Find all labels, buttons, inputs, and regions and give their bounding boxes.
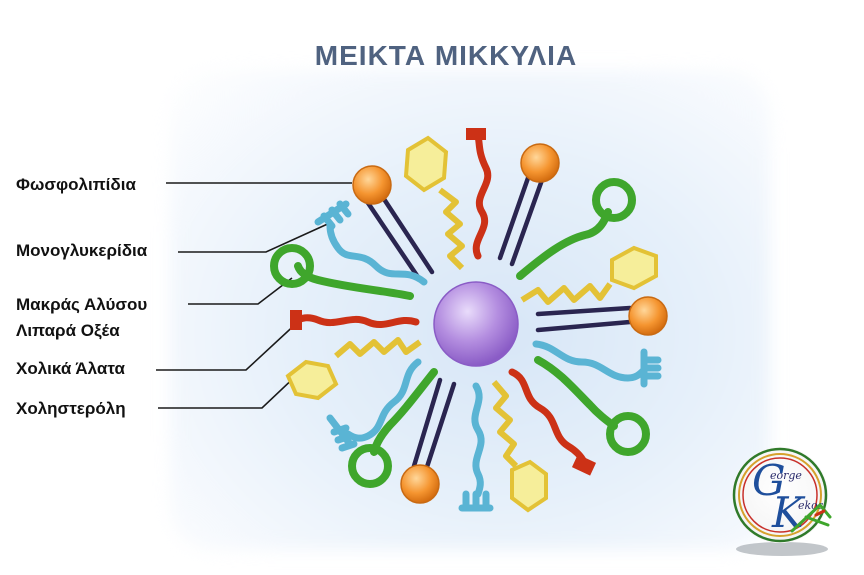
cholesterol-ring — [403, 135, 449, 193]
pointer-lines — [156, 182, 352, 409]
micelle-core — [433, 281, 519, 367]
pointer-monoglycerides — [178, 221, 333, 253]
bile-salts — [285, 135, 658, 513]
fatty-acid-molecule — [472, 132, 492, 260]
cholesterol-molecule — [471, 382, 485, 498]
cholesterol-ring — [510, 459, 548, 513]
george-kekos-logo: G eorge K ekos — [732, 447, 832, 556]
label-monoglycerides: Μονογλυκερίδια — [16, 241, 148, 260]
fatty-acid-molecule — [508, 368, 588, 466]
logo-word1: eorge — [770, 469, 802, 482]
bile-salt-molecule — [438, 187, 465, 271]
phospholipid-head — [520, 143, 560, 183]
phospholipid-head — [400, 464, 440, 504]
pointer-bile-salts — [156, 319, 301, 371]
monoglyceride-ring — [592, 178, 636, 222]
monoglycerides — [270, 178, 650, 488]
pointer-cholesterol — [158, 371, 301, 409]
monoglyceride-molecule — [294, 262, 414, 300]
monoglyceride-ring — [606, 412, 650, 456]
monoglyceride-molecule — [516, 208, 612, 280]
monoglyceride-ring — [270, 244, 314, 288]
logo-letter-k: K — [771, 488, 806, 537]
logo-letter-g: G — [752, 456, 786, 505]
cholesterol-molecule — [532, 340, 648, 382]
cholesterol-head — [326, 414, 358, 452]
bile-salt-molecule — [491, 380, 519, 469]
label-fatty-acids-line2: Λιπαρά Οξέα — [16, 321, 120, 340]
phospholipid-head — [628, 296, 668, 336]
phospholipid-molecule — [363, 193, 435, 283]
logo-shadow — [736, 542, 828, 556]
phospholipid-molecule — [535, 305, 633, 333]
fatty-acid-molecule — [294, 314, 420, 329]
bile-salt-molecule — [334, 337, 422, 359]
cholesterol-molecule — [326, 222, 428, 286]
phospholipids — [352, 143, 668, 504]
phospholipid-molecule — [411, 377, 457, 473]
monoglyceride-molecule — [534, 356, 618, 430]
page-title: ΜΕΙΚΤΑ ΜΙΚΚΥΛΙΑ — [314, 40, 578, 71]
fatty-acid-head — [290, 310, 302, 330]
cholesterol-head — [640, 348, 662, 388]
cholesterol-head — [314, 200, 352, 230]
label-bile-salts: Χολικά Άλατα — [16, 359, 125, 378]
fatty-acid-head — [571, 454, 597, 476]
monoglyceride-ring — [348, 444, 392, 488]
fatty-acid-head — [466, 128, 486, 140]
cholesterol-molecule — [344, 358, 422, 442]
label-phospholipids: Φωσφολιπίδια — [16, 175, 136, 194]
label-fatty-acids-line1: Μακράς Αλύσου — [16, 295, 148, 314]
monoglyceride-molecule — [370, 368, 438, 456]
fatty-acids — [290, 128, 597, 476]
cholesterol-ring — [610, 245, 658, 291]
cholesterol-head — [458, 490, 494, 512]
phospholipid-molecule — [497, 175, 545, 267]
cholesterol-molecules — [314, 200, 662, 512]
cholesterol-ring — [285, 359, 339, 401]
bile-salt-molecule — [520, 282, 613, 305]
phospholipid-head — [352, 165, 392, 205]
pointer-fatty-acids — [188, 277, 293, 305]
label-cholesterol: Χοληστερόλη — [16, 399, 126, 418]
